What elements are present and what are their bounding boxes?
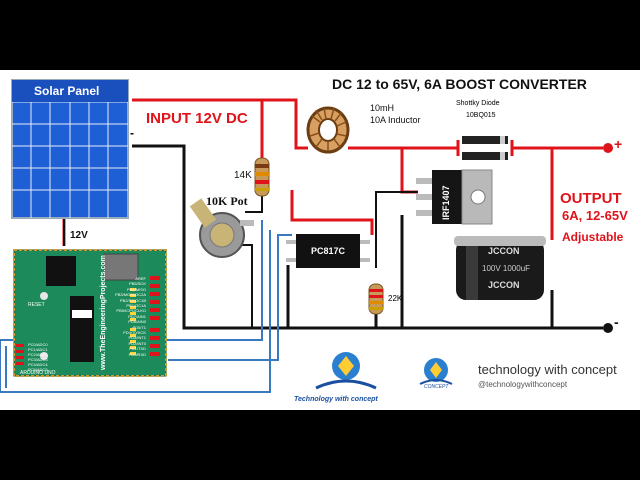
- wire-panel-ground: [132, 144, 603, 330]
- solar-panel-minus: -: [130, 126, 134, 140]
- arduino-brand: www.TheEngineeringProjects.com: [100, 255, 107, 370]
- wire-drain-to-mosfet: [400, 148, 418, 194]
- output-terminals: [603, 143, 613, 333]
- schottky-diodes: [456, 136, 514, 160]
- arduino-reset: RESET: [28, 302, 45, 308]
- output-adjustable: Adjustable: [562, 230, 624, 244]
- arduino-pin-label: PB3/MOSI/OC2A: [115, 292, 146, 298]
- wire-14k-to-pot: [245, 195, 263, 213]
- output-rating: 6A, 12-65V: [562, 208, 628, 223]
- diode-part: 10BQ015: [466, 112, 496, 119]
- arduino-pin-label: PD3/INT1: [128, 335, 146, 341]
- brand-name: technology with concept: [478, 362, 617, 377]
- schematic-svg: [0, 79, 613, 393]
- arduino-model: ARDUINO UNO: [20, 370, 56, 376]
- inductor: [306, 106, 350, 154]
- logo2-caption: CONCEPT: [424, 384, 449, 390]
- arduino-right-pins: AREF PB5/SCK PB4/MISO PB3/MOSI/OC2A PB2/…: [110, 276, 146, 357]
- arduino-pin-label: PB4/MISO: [127, 286, 146, 292]
- arduino-pin-label: PB2/SS/OC1B: [119, 297, 146, 303]
- arduino-pin-label: PC4/ADC4: [28, 362, 48, 367]
- arduino-pin-label: PC0/ADC0: [28, 342, 48, 347]
- resistor-22k-label: 22K: [388, 294, 403, 303]
- arduino-pin-label: PC2/ADC2: [28, 352, 48, 357]
- schematic-canvas: DC 12 to 65V, 6A BOOST CONVERTER Solar P…: [0, 70, 640, 410]
- arduino-pin-label: PC3/ADC3: [28, 357, 48, 362]
- mosfet-irf1407: [416, 169, 493, 225]
- output-label: OUTPUT: [560, 190, 622, 207]
- capacitor-rating: 100V 1000uF: [482, 264, 531, 273]
- resistor-14k-label: 14K: [234, 170, 252, 181]
- solar-panel-label: Solar Panel: [34, 84, 100, 98]
- supply-label: 12V: [70, 230, 88, 241]
- diode-type: Shottky Diode: [456, 100, 500, 107]
- arduino-pin-label: PD0/RXD: [128, 351, 146, 357]
- wire-mosfet-gate: [375, 191, 418, 268]
- arduino-pin-label: AREF: [135, 276, 146, 281]
- arduino-pin-label: PD1/TXD: [129, 346, 146, 352]
- misc-wires: [232, 195, 263, 328]
- optocoupler-label: PC817C: [311, 246, 346, 256]
- pot-label: 10K Pot: [206, 194, 248, 208]
- arduino-pin-label: PD5/T1: [132, 324, 146, 330]
- inductor-value: 10mH: [370, 103, 395, 113]
- arduino-pin-label: PD7/AIN1: [128, 313, 146, 319]
- potentiometer-10k: [189, 198, 254, 258]
- capacitor-brand: JCCON: [488, 246, 520, 256]
- arduino-pin-label: PB5/SCK: [129, 281, 146, 287]
- arduino-left-pins: PC0/ADC0 PC1/ADC1 PC2/ADC2 PC3/ADC3 PC4/…: [28, 342, 48, 372]
- brand-handle: @technologywithconcept: [478, 380, 568, 389]
- wire-panel-to-inductor: [132, 98, 308, 150]
- signal-wires: [0, 220, 292, 393]
- wire-pot-wiper: [232, 244, 253, 328]
- arduino-pin-label: PB0/ICP1/CLKO: [116, 308, 146, 314]
- wire-opto-to-inductor: [290, 190, 374, 235]
- arduino-pin-label: PC1/ADC1: [28, 347, 48, 352]
- optocoupler-pc817c: [286, 234, 370, 268]
- wire-diode-to-cap: [512, 146, 554, 240]
- resistor-22k: [368, 283, 384, 315]
- arduino-pin-label: PB1/OC1A: [126, 303, 146, 309]
- logo-caption: Technology with concept: [294, 396, 378, 403]
- output-minus: -: [614, 314, 619, 330]
- output-plus: +: [614, 136, 623, 152]
- arduino-pin-label: PD4/T0/XCK: [123, 330, 146, 336]
- arduino-pin-label: PD6/AIN0: [128, 319, 146, 325]
- arduino-uno: [13, 249, 167, 377]
- capacitor-brand-2: JCCON: [488, 280, 520, 290]
- capacitor-1000uf: [454, 236, 546, 300]
- resistor-14k: [254, 157, 270, 197]
- arduino-pin-label: PD2/INT0: [128, 340, 146, 346]
- mosfet-label: IRF1407: [441, 185, 451, 220]
- logo-bulb-1: [315, 352, 377, 390]
- solar-panel: [11, 79, 129, 219]
- inductor-rating: 10A Inductor: [370, 115, 421, 125]
- logo-bulb-2: [419, 358, 453, 385]
- arduino-pin-label: PC5/ADC5: [28, 367, 48, 372]
- wire-arduino-to-opto: [168, 234, 292, 361]
- diagram-title: DC 12 to 65V, 6A BOOST CONVERTER: [332, 76, 587, 92]
- wire-pot-to-arduino: [0, 220, 271, 393]
- input-label: INPUT 12V DC: [146, 110, 248, 127]
